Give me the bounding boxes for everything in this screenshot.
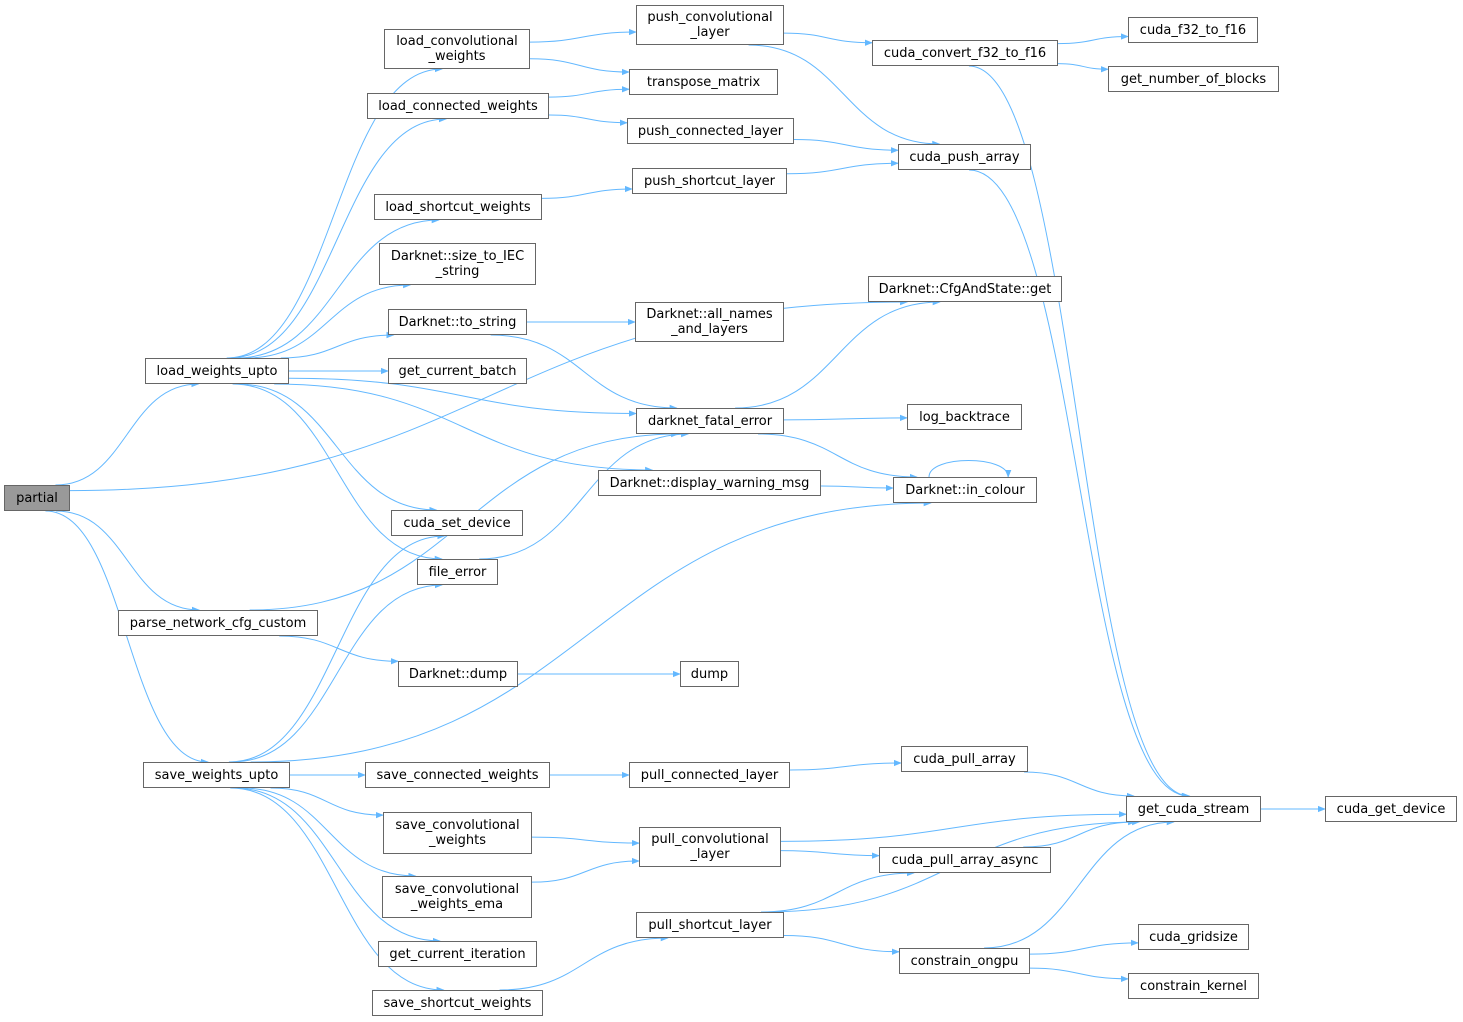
node-log-backtrace[interactable]: log_backtrace bbox=[907, 404, 1022, 430]
node-dump[interactable]: dump bbox=[680, 661, 739, 687]
edge-cuda_push_array-to-get_cuda_stream bbox=[969, 169, 1190, 800]
edge-push_shortcut_layer-to-cuda_push_array bbox=[786, 160, 899, 175]
node-darknet-fatal-error[interactable]: darknet_fatal_error bbox=[636, 408, 784, 434]
node-partial[interactable]: partial bbox=[4, 485, 70, 511]
edge-save_weights_upto-to-save_shortcut_weights bbox=[230, 787, 445, 994]
node-in-colour[interactable]: Darknet::in_colour bbox=[893, 477, 1037, 503]
edge-darknet_fatal_error-to-log_backtrace bbox=[783, 414, 908, 422]
edge-partial-to-save_weights_upto bbox=[45, 510, 209, 766]
node-cuda-get-device[interactable]: cuda_get_device bbox=[1325, 796, 1457, 822]
node-darknet-dump[interactable]: Darknet::dump bbox=[398, 661, 518, 687]
edge-cuda_pull_array_async-to-get_cuda_stream bbox=[1023, 818, 1137, 848]
node-parse-network-cfg-custom[interactable]: parse_network_cfg_custom bbox=[118, 610, 318, 636]
edge-save_convolutional_weights-to-pull_convolutional_layer bbox=[531, 836, 640, 847]
node-save-convolutional-weights-ema[interactable]: save_convolutional _weights_ema bbox=[382, 876, 532, 918]
edge-load_weights_upto-to-file_error bbox=[232, 383, 443, 563]
edge-load_convolutional_weights-to-push_convolutional_layer bbox=[529, 28, 637, 43]
node-transpose-matrix[interactable]: transpose_matrix bbox=[629, 69, 778, 95]
node-save-convolutional-weights[interactable]: save_convolutional _weights bbox=[383, 812, 532, 854]
node-push-connected-layer[interactable]: push_connected_layer bbox=[627, 118, 794, 144]
edge-save_weights_upto-to-save_convolutional_weights_ema bbox=[242, 787, 417, 880]
edge-constrain_ongpu-to-cuda_gridsize bbox=[1029, 939, 1139, 955]
edge-load_weights_upto-to-load_connected_weights bbox=[228, 115, 447, 359]
edge-display_warning_msg-to-in_colour bbox=[820, 484, 894, 492]
edge-save_shortcut_weights-to-pull_shortcut_layer bbox=[499, 934, 669, 991]
node-push-shortcut-layer[interactable]: push_shortcut_layer bbox=[632, 168, 787, 194]
edge-push_connected_layer-to-cuda_push_array bbox=[793, 139, 899, 154]
node-load-convolutional-weights[interactable]: load_convolutional _weights bbox=[384, 29, 530, 69]
edge-load_weights_upto-to-cuda_set_device bbox=[237, 383, 438, 514]
edge-load_weights_upto-to-load_shortcut_weights bbox=[236, 216, 440, 359]
edge-partial-to-parse_network_cfg_custom bbox=[55, 510, 200, 614]
node-cuda-pull-array[interactable]: cuda_pull_array bbox=[901, 746, 1028, 772]
edge-partial-to-load_weights_upto bbox=[55, 380, 200, 486]
node-load-weights-upto[interactable]: load_weights_upto bbox=[145, 358, 289, 384]
node-save-shortcut-weights[interactable]: save_shortcut_weights bbox=[372, 990, 543, 1016]
node-get-current-batch[interactable]: get_current_batch bbox=[388, 358, 527, 384]
edge-save_weights_upto-to-cuda_set_device bbox=[228, 532, 446, 763]
edge-cuda_convert_f32_to_f16-to-get_number_of_blocks bbox=[1057, 63, 1109, 73]
edge-cuda_pull_array-to-get_cuda_stream bbox=[1024, 771, 1135, 800]
node-display-warning-msg[interactable]: Darknet::display_warning_msg bbox=[598, 470, 821, 496]
node-cuda-pull-array-async[interactable]: cuda_pull_array_async bbox=[879, 847, 1051, 873]
node-cuda-push-array[interactable]: cuda_push_array bbox=[898, 144, 1031, 170]
edge-load_weights_upto-to-darknet_fatal_error bbox=[288, 377, 637, 417]
edge-cuda_convert_f32_to_f16-to-cuda_f32_to_f16 bbox=[1057, 33, 1129, 45]
node-pull-shortcut-layer[interactable]: pull_shortcut_layer bbox=[636, 912, 784, 938]
edge-pull_shortcut_layer-to-constrain_ongpu bbox=[783, 934, 900, 955]
node-pull-connected-layer[interactable]: pull_connected_layer bbox=[629, 762, 790, 788]
edge-darknet_fatal_error-to-in_colour bbox=[758, 433, 918, 481]
edge-constrain_ongpu-to-get_cuda_stream bbox=[984, 818, 1175, 949]
edge-pull_shortcut_layer-to-cuda_pull_array_async bbox=[760, 869, 915, 913]
node-load-shortcut-weights[interactable]: load_shortcut_weights bbox=[374, 194, 542, 220]
node-save-weights-upto[interactable]: save_weights_upto bbox=[143, 762, 290, 788]
node-get-number-of-blocks[interactable]: get_number_of_blocks bbox=[1108, 66, 1279, 92]
node-file-error[interactable]: file_error bbox=[417, 559, 498, 585]
node-save-connected-weights[interactable]: save_connected_weights bbox=[365, 762, 550, 788]
edge-darknet_fatal_error-to-cfgandstate_get bbox=[735, 298, 941, 409]
edge-save_weights_upto-to-get_current_iteration bbox=[234, 787, 441, 945]
edge-load_shortcut_weights-to-push_shortcut_layer bbox=[541, 185, 633, 199]
node-pull-convolutional-layer[interactable]: pull_convolutional _layer bbox=[639, 827, 781, 867]
edge-load_convolutional_weights-to-transpose_matrix bbox=[529, 58, 630, 76]
edge-to_string-to-darknet_fatal_error bbox=[490, 334, 678, 412]
node-cuda-set-device[interactable]: cuda_set_device bbox=[391, 510, 523, 536]
edge-save_weights_upto-to-save_convolutional_weights bbox=[270, 787, 384, 819]
node-load-connected-weights[interactable]: load_connected_weights bbox=[367, 93, 549, 119]
node-size-to-IEC-string[interactable]: Darknet::size_to_IEC _string bbox=[379, 243, 536, 285]
edge-constrain_ongpu-to-constrain_kernel bbox=[1029, 967, 1129, 983]
edge-parse_network_cfg_custom-to-darknet_dump bbox=[279, 635, 399, 665]
edge-save_convolutional_weights_ema-to-pull_convolutional_layer bbox=[531, 857, 640, 883]
edge-in_colour-to-in_colour bbox=[928, 460, 1012, 478]
node-all-names-and-layers[interactable]: Darknet::all_names _and_layers bbox=[635, 302, 784, 342]
edge-pull_convolutional_layer-to-get_cuda_stream bbox=[780, 811, 1127, 842]
edge-load_weights_upto-to-size_to_IEC_string bbox=[246, 281, 412, 359]
edge-file_error-to-darknet_fatal_error bbox=[479, 430, 690, 560]
edge-push_convolutional_layer-to-cuda_push_array bbox=[748, 44, 941, 148]
edge-load_connected_weights-to-transpose_matrix bbox=[548, 86, 630, 98]
edge-save_weights_upto-to-file_error bbox=[231, 581, 443, 763]
node-constrain-kernel[interactable]: constrain_kernel bbox=[1128, 973, 1259, 999]
edge-pull_convolutional_layer-to-cuda_pull_array_async bbox=[780, 850, 880, 859]
edge-load_connected_weights-to-push_connected_layer bbox=[548, 114, 628, 126]
edge-push_convolutional_layer-to-cuda_convert_f32_to_f16 bbox=[783, 32, 873, 46]
node-push-convolutional-layer[interactable]: push_convolutional _layer bbox=[636, 5, 784, 45]
node-cuda-convert-f32-to-f16[interactable]: cuda_convert_f32_to_f16 bbox=[872, 40, 1058, 66]
node-constrain-ongpu[interactable]: constrain_ongpu bbox=[899, 948, 1030, 974]
edge-load_weights_upto-to-load_convolutional_weights bbox=[226, 65, 443, 359]
node-get-current-iteration[interactable]: get_current_iteration bbox=[378, 941, 537, 967]
node-cuda-f32-to-f16[interactable]: cuda_f32_to_f16 bbox=[1128, 17, 1258, 43]
edge-load_weights_upto-to-display_warning_msg bbox=[274, 383, 654, 474]
node-to-string[interactable]: Darknet::to_string bbox=[388, 309, 527, 335]
edge-load_weights_upto-to-to_string bbox=[280, 331, 395, 359]
node-cfgandstate-get[interactable]: Darknet::CfgAndState::get bbox=[868, 276, 1062, 302]
node-cuda-gridsize[interactable]: cuda_gridsize bbox=[1138, 924, 1249, 950]
edge-cuda_convert_f32_to_f16-to-get_cuda_stream bbox=[968, 65, 1191, 800]
edge-pull_connected_layer-to-cuda_pull_array bbox=[789, 759, 902, 771]
edge-save_weights_upto-to-in_colour bbox=[250, 499, 932, 763]
node-get-cuda-stream[interactable]: get_cuda_stream bbox=[1126, 796, 1261, 822]
